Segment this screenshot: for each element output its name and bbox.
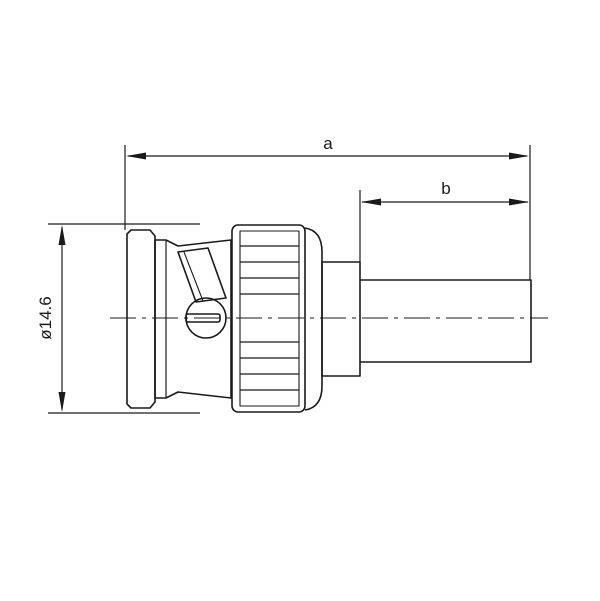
front-flange bbox=[126, 229, 156, 409]
dimension-diameter: ø14.6 bbox=[36, 223, 200, 414]
dimension-a: a bbox=[124, 134, 531, 280]
bayonet-slot-inner-line bbox=[183, 251, 204, 302]
bayonet-slot bbox=[177, 247, 227, 303]
rear-shoulder bbox=[304, 227, 323, 411]
arrowhead-b-right bbox=[509, 198, 529, 206]
arrowhead-a-right bbox=[509, 152, 529, 160]
arrowhead-diameter-top bbox=[58, 225, 66, 245]
arrowhead-a-left bbox=[126, 152, 146, 160]
coupling-nut bbox=[231, 224, 306, 413]
arrowhead-b-left bbox=[361, 198, 381, 206]
arrowhead-diameter-bottom bbox=[58, 392, 66, 412]
cable bbox=[360, 279, 532, 363]
dimension-b-label: b bbox=[441, 179, 450, 198]
diameter-label: ø14.6 bbox=[36, 296, 55, 339]
dimension-b: b bbox=[359, 179, 529, 262]
bayonet-body bbox=[154, 239, 232, 399]
connector-body bbox=[126, 224, 532, 413]
coupling-nut-knurl-lines bbox=[240, 245, 299, 391]
dimension-a-label: a bbox=[323, 134, 333, 153]
crimp-sleeve bbox=[321, 261, 361, 377]
